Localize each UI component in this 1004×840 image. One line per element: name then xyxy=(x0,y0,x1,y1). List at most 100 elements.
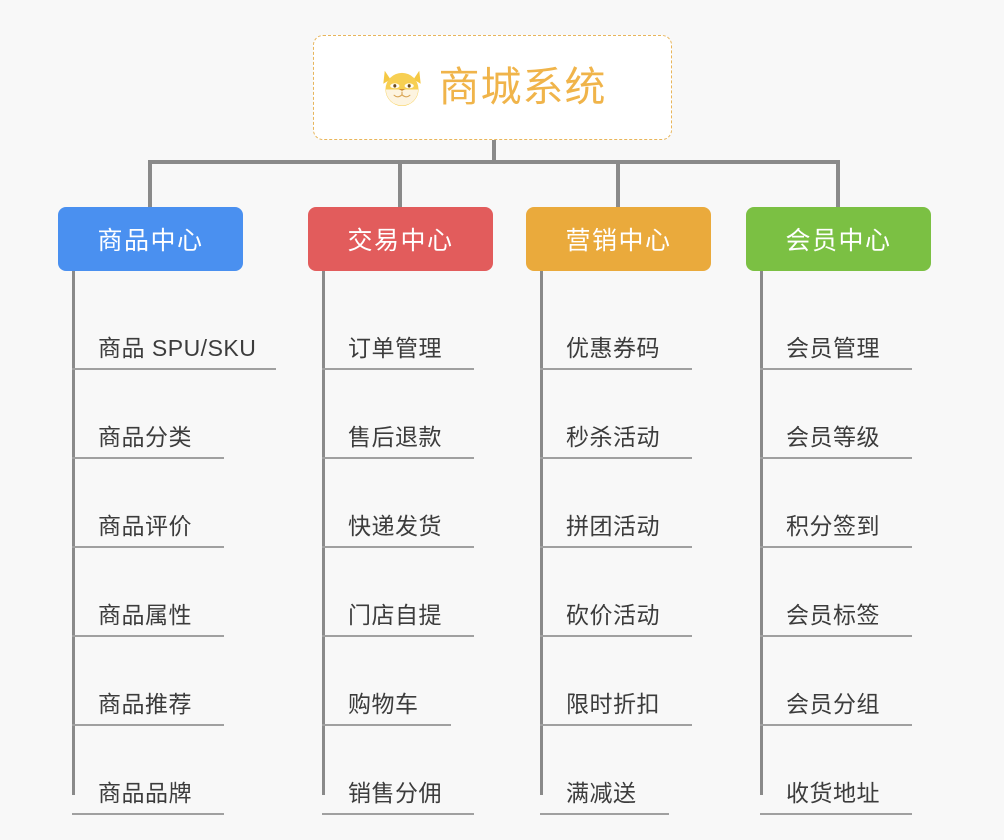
leaf-item-underline xyxy=(322,546,474,548)
leaf-item-label: 订单管理 xyxy=(348,335,442,361)
leaf-list: 订单管理售后退款快递发货门店自提购物车销售分佣 xyxy=(308,271,493,815)
leaf-item-label: 收货地址 xyxy=(786,780,880,806)
category-label: 会员中心 xyxy=(785,227,892,255)
connector-drop-1 xyxy=(148,162,152,208)
leaf-item-underline xyxy=(540,724,692,726)
leaf-item[interactable]: 购物车 xyxy=(308,637,493,726)
leaf-item[interactable]: 门店自提 xyxy=(308,548,493,637)
leaf-item-underline xyxy=(322,635,474,637)
leaf-item[interactable]: 会员管理 xyxy=(746,281,931,370)
leaf-item[interactable]: 秒杀活动 xyxy=(526,370,711,459)
leaf-item-label: 商品品牌 xyxy=(98,780,192,806)
leaf-item[interactable]: 收货地址 xyxy=(746,726,931,815)
leaf-item[interactable]: 拼团活动 xyxy=(526,459,711,548)
category-label: 营销中心 xyxy=(565,227,672,255)
shiba-dog-icon xyxy=(382,70,421,106)
leaf-item-label: 秒杀活动 xyxy=(566,424,660,450)
category-header-2[interactable]: 交易中心 xyxy=(308,207,493,271)
leaf-item-label: 商品属性 xyxy=(98,602,192,628)
leaf-item-underline xyxy=(72,813,224,815)
leaf-item-label: 商品 SPU/SKU xyxy=(98,335,257,361)
leaf-list: 会员管理会员等级积分签到会员标签会员分组收货地址 xyxy=(746,271,931,815)
leaf-item-label: 快递发货 xyxy=(348,513,442,539)
leaf-item-label: 商品分类 xyxy=(98,424,192,450)
category-header-4[interactable]: 会员中心 xyxy=(746,207,931,271)
leaf-item-underline xyxy=(72,635,224,637)
leaf-item[interactable]: 积分签到 xyxy=(746,459,931,548)
leaf-item-underline xyxy=(72,457,224,459)
leaf-item[interactable]: 商品推荐 xyxy=(58,637,243,726)
leaf-item-underline xyxy=(760,457,912,459)
leaf-spine xyxy=(760,271,763,795)
leaf-item-underline xyxy=(322,368,474,370)
leaf-item[interactable]: 优惠券码 xyxy=(526,281,711,370)
leaf-item-label: 优惠券码 xyxy=(566,335,660,361)
leaf-item-label: 拼团活动 xyxy=(566,513,660,539)
leaf-item-label: 会员管理 xyxy=(786,335,880,361)
leaf-item[interactable]: 销售分佣 xyxy=(308,726,493,815)
leaf-item-label: 商品推荐 xyxy=(98,691,192,717)
leaf-item-underline xyxy=(72,724,224,726)
leaf-item[interactable]: 会员分组 xyxy=(746,637,931,726)
leaf-item-label: 门店自提 xyxy=(348,602,442,628)
leaf-item-label: 会员分组 xyxy=(786,691,880,717)
leaf-item-label: 砍价活动 xyxy=(566,602,660,628)
category-header-1[interactable]: 商品中心 xyxy=(58,207,243,271)
leaf-list: 商品 SPU/SKU 商品分类商品评价商品属性商品推荐商品品牌 xyxy=(58,271,276,815)
leaf-spine xyxy=(322,271,325,795)
category-column-3: 营销中心优惠券码秒杀活动拼团活动砍价活动限时折扣满减送 xyxy=(526,207,711,815)
category-column-2: 交易中心订单管理售后退款快递发货门店自提购物车销售分佣 xyxy=(308,207,493,815)
leaf-item[interactable]: 限时折扣 xyxy=(526,637,711,726)
leaf-item[interactable]: 快递发货 xyxy=(308,459,493,548)
leaf-item-underline xyxy=(760,724,912,726)
leaf-item[interactable]: 商品 SPU/SKU xyxy=(58,281,276,370)
leaf-item-label: 售后退款 xyxy=(348,424,442,450)
leaf-item-label: 销售分佣 xyxy=(348,780,442,806)
leaf-item-underline xyxy=(760,635,912,637)
leaf-item-underline xyxy=(540,368,692,370)
leaf-item-underline xyxy=(760,546,912,548)
leaf-item-underline xyxy=(540,546,692,548)
leaf-item[interactable]: 订单管理 xyxy=(308,281,493,370)
leaf-item-underline xyxy=(760,813,912,815)
connector-horizontal-bus xyxy=(148,160,840,164)
leaf-item[interactable]: 商品评价 xyxy=(58,459,243,548)
leaf-item[interactable]: 商品属性 xyxy=(58,548,243,637)
leaf-item-label: 购物车 xyxy=(348,691,419,717)
root-node[interactable]: 商城系统 xyxy=(313,35,672,140)
leaf-item[interactable]: 会员等级 xyxy=(746,370,931,459)
leaf-item-label: 积分签到 xyxy=(786,513,880,539)
category-column-1: 商品中心商品 SPU/SKU 商品分类商品评价商品属性商品推荐商品品牌 xyxy=(58,207,276,815)
category-column-4: 会员中心会员管理会员等级积分签到会员标签会员分组收货地址 xyxy=(746,207,931,815)
connector-drop-3 xyxy=(616,162,620,208)
leaf-item-underline xyxy=(540,457,692,459)
connector-drop-4 xyxy=(836,162,840,208)
root-title: 商城系统 xyxy=(438,64,607,110)
connector-drop-2 xyxy=(398,162,402,208)
leaf-item-underline xyxy=(322,813,474,815)
category-header-3[interactable]: 营销中心 xyxy=(526,207,711,271)
leaf-item-underline xyxy=(322,457,474,459)
leaf-item[interactable]: 商品品牌 xyxy=(58,726,243,815)
leaf-item[interactable]: 商品分类 xyxy=(58,370,243,459)
leaf-item[interactable]: 会员标签 xyxy=(746,548,931,637)
leaf-item-label: 限时折扣 xyxy=(566,691,660,717)
category-label: 交易中心 xyxy=(347,227,454,255)
leaf-item-underline xyxy=(540,813,669,815)
leaf-item-underline xyxy=(760,368,912,370)
leaf-item-label: 会员等级 xyxy=(786,424,880,450)
leaf-item-underline xyxy=(72,546,224,548)
leaf-spine xyxy=(72,271,75,795)
category-label: 商品中心 xyxy=(97,227,204,255)
leaf-list: 优惠券码秒杀活动拼团活动砍价活动限时折扣满减送 xyxy=(526,271,711,815)
leaf-item-label: 满减送 xyxy=(566,780,637,806)
leaf-item-label: 会员标签 xyxy=(786,602,880,628)
leaf-item-underline xyxy=(540,635,692,637)
leaf-item[interactable]: 满减送 xyxy=(526,726,711,815)
leaf-item[interactable]: 售后退款 xyxy=(308,370,493,459)
leaf-item-label: 商品评价 xyxy=(98,513,192,539)
leaf-item[interactable]: 砍价活动 xyxy=(526,548,711,637)
leaf-spine xyxy=(540,271,543,795)
